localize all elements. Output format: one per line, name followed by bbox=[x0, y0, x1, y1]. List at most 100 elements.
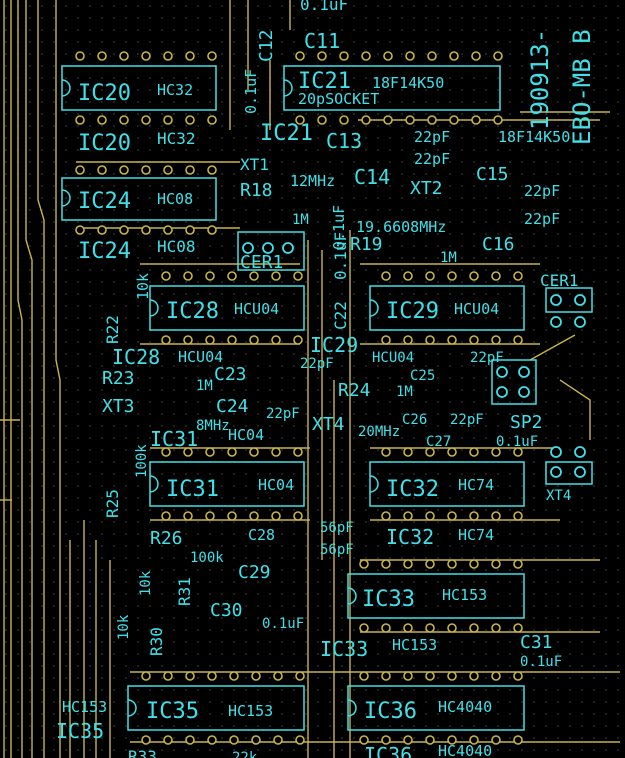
pad bbox=[339, 51, 349, 61]
pad bbox=[491, 735, 501, 745]
silk-ic29-type: HCU04 bbox=[372, 350, 414, 366]
pad bbox=[469, 447, 479, 457]
pad bbox=[273, 735, 283, 745]
pad bbox=[185, 225, 195, 235]
pad bbox=[163, 115, 173, 125]
pad bbox=[469, 559, 479, 569]
pad bbox=[359, 735, 369, 745]
silk-ic29-ref: IC29 bbox=[310, 333, 358, 357]
pad bbox=[493, 51, 503, 61]
c14-value: 22pF bbox=[414, 150, 450, 168]
cer1-left-header[interactable] bbox=[237, 231, 305, 271]
c27-ref: C27 bbox=[426, 434, 451, 450]
c29-value: 56pF bbox=[320, 542, 354, 558]
silk-ic20-type: HC32 bbox=[157, 129, 196, 148]
c24-value: 22pF bbox=[266, 406, 300, 422]
pad bbox=[97, 115, 107, 125]
pad bbox=[293, 511, 303, 521]
chip-ic33-type: HC153 bbox=[442, 586, 487, 604]
chip-ic20-ref: IC20 bbox=[78, 81, 131, 106]
c11-value: 0.1uF bbox=[300, 0, 348, 14]
pad bbox=[493, 115, 503, 125]
pad bbox=[119, 225, 129, 235]
chip-ic29-ref: IC29 bbox=[386, 299, 439, 324]
r22-ref: R22 bbox=[103, 315, 122, 344]
pad bbox=[381, 271, 391, 281]
pad bbox=[229, 671, 239, 681]
chip-ic36-type: HC4040 bbox=[438, 698, 492, 716]
header-pad bbox=[282, 242, 294, 254]
chip-ic36[interactable]: IC36 HC4040 bbox=[347, 685, 525, 731]
header-pad bbox=[242, 242, 254, 254]
pad bbox=[513, 735, 523, 745]
sp2-block[interactable] bbox=[491, 359, 537, 405]
c12-value: 0.1uF bbox=[242, 69, 260, 114]
xt4-header[interactable] bbox=[545, 461, 593, 485]
pad bbox=[359, 671, 369, 681]
chip-ic24[interactable]: IC24 HC08 bbox=[61, 177, 217, 221]
chip-ic29[interactable]: IC29 HCU04 bbox=[369, 285, 525, 331]
pad bbox=[185, 165, 195, 175]
c28-value: 56pF bbox=[320, 520, 354, 536]
board-name: EBO-MB B bbox=[568, 29, 596, 145]
pad bbox=[205, 335, 215, 345]
silk-ic20-ref: IC20 bbox=[78, 131, 131, 156]
silk-ic31-type: HC04 bbox=[228, 426, 264, 444]
pad bbox=[513, 335, 523, 345]
chip-ic32[interactable]: IC32 HC74 bbox=[369, 461, 525, 507]
pad bbox=[207, 671, 217, 681]
r24-value: 1M bbox=[396, 384, 413, 400]
pad bbox=[273, 671, 283, 681]
c11-ref: C11 bbox=[304, 29, 340, 53]
pad bbox=[207, 165, 217, 175]
pad bbox=[491, 511, 501, 521]
pad bbox=[293, 335, 303, 345]
pad bbox=[293, 447, 303, 457]
chip-ic31[interactable]: IC31 HC04 bbox=[149, 461, 305, 507]
pad bbox=[185, 735, 195, 745]
pad bbox=[361, 115, 371, 125]
pad bbox=[403, 447, 413, 457]
c29-ref: C29 bbox=[238, 562, 271, 583]
chip-ic35-type: HC153 bbox=[228, 702, 273, 720]
pad bbox=[119, 115, 129, 125]
pad bbox=[141, 225, 151, 235]
pad bbox=[381, 335, 391, 345]
header-pad bbox=[518, 386, 530, 398]
xt3-ref: XT3 bbox=[102, 396, 135, 417]
chip-ic21[interactable]: IC21 18F14K50 20pSOCKET bbox=[283, 65, 501, 111]
sp2-label: SP2 bbox=[510, 412, 543, 433]
chip-ic33[interactable]: IC33 HC153 bbox=[347, 573, 525, 619]
xt1-ref: XT1 bbox=[240, 155, 269, 174]
chip-ic20[interactable]: IC20 HC32 bbox=[61, 65, 217, 111]
c22-value: 0.1uF bbox=[331, 232, 350, 280]
pad bbox=[249, 447, 259, 457]
pad bbox=[205, 447, 215, 457]
chip-ic31-ref: IC31 bbox=[166, 477, 219, 502]
r18-ref: R18 bbox=[240, 180, 273, 201]
pad bbox=[513, 623, 523, 633]
cer1-left-label: CER1 bbox=[240, 252, 283, 273]
chip-ic36-ref: IC36 bbox=[364, 699, 417, 724]
pad bbox=[227, 511, 237, 521]
pad bbox=[295, 671, 305, 681]
header-pad bbox=[262, 242, 274, 254]
pad bbox=[469, 335, 479, 345]
pad bbox=[163, 165, 173, 175]
pad bbox=[75, 165, 85, 175]
xt4-value: 20MHz bbox=[358, 424, 400, 440]
pad bbox=[471, 115, 481, 125]
pad bbox=[359, 623, 369, 633]
chip-ic35[interactable]: IC35 HC153 bbox=[127, 685, 305, 731]
xt1-value: 12MHz bbox=[290, 172, 335, 190]
r23-ref: R23 bbox=[102, 368, 135, 389]
cer1-right-header[interactable] bbox=[545, 287, 593, 313]
pad bbox=[97, 225, 107, 235]
pad bbox=[317, 115, 327, 125]
pad bbox=[469, 271, 479, 281]
pad bbox=[381, 623, 391, 633]
chip-ic28[interactable]: IC28 HCU04 bbox=[149, 285, 305, 331]
header-pad bbox=[550, 466, 562, 478]
pad bbox=[403, 623, 413, 633]
c25-value: 22pF bbox=[470, 350, 504, 366]
